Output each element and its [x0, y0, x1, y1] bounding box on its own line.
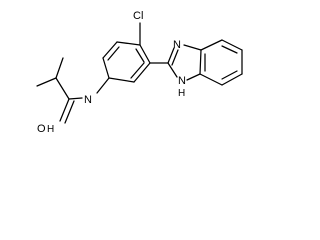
bond-amide-n-aryl	[96, 77, 110, 94]
bond-imidazole-c7a-n1	[186, 73, 201, 81]
bond-methyl-top	[55, 57, 64, 79]
atom-label-chlorine: Cl	[133, 10, 143, 22]
bond-imidazole-c2-n3-double	[171, 49, 179, 66]
bond-benz-c7-c7a	[199, 73, 223, 86]
bond-imidazole-n3-c3a	[183, 44, 202, 51]
structure-canvas: O H N Cl N N H	[36, 10, 243, 135]
atom-label-imidazole-nh-n: N	[178, 75, 186, 87]
atom-label-imidazole-n3: N	[173, 39, 181, 51]
atom-label-amide-h: H	[47, 124, 54, 135]
bond-benz-c6-c7	[221, 73, 243, 86]
bond-benz-inner-1	[221, 45, 238, 54]
bond-aryl-inner-1	[107, 46, 120, 61]
bond-aryl-c3-c4	[116, 41, 141, 46]
bond-isopropyl-carbonyl	[55, 77, 70, 100]
bond-aryl-c5-c6	[133, 62, 151, 83]
bond-imidazole-c2-n3	[167, 47, 175, 64]
bond-imidazole-n1-c2	[167, 62, 178, 78]
bond-carbonyl-double-2	[64, 100, 75, 124]
bond-carbonyl-amide-n	[68, 97, 83, 100]
bond-aryl-c6-c1	[108, 77, 135, 83]
bond-aryl-c4-c5	[139, 44, 151, 64]
bond-aryl-c2-c3	[102, 41, 118, 59]
bond-methyl-left	[36, 77, 57, 87]
chemical-structure-diagram: O H N Cl N N H	[36, 10, 243, 135]
bond-benz-c3a-c4	[200, 39, 223, 51]
atom-label-oxygen: O	[37, 123, 46, 135]
atom-label-imidazole-nh-h: H	[178, 88, 185, 99]
bond-carbonyl-double-1	[59, 98, 70, 122]
bond-aryl-inner-3	[135, 48, 145, 63]
bond-imidazole-c3a-c7a	[199, 49, 202, 75]
bond-aryl-c1-c2	[102, 57, 110, 79]
atom-label-amide-n: N	[84, 94, 92, 106]
bond-benz-inner-2	[221, 70, 238, 80]
bond-aryl-inner-2	[130, 62, 145, 79]
bond-benz-c4-c5	[221, 39, 243, 51]
